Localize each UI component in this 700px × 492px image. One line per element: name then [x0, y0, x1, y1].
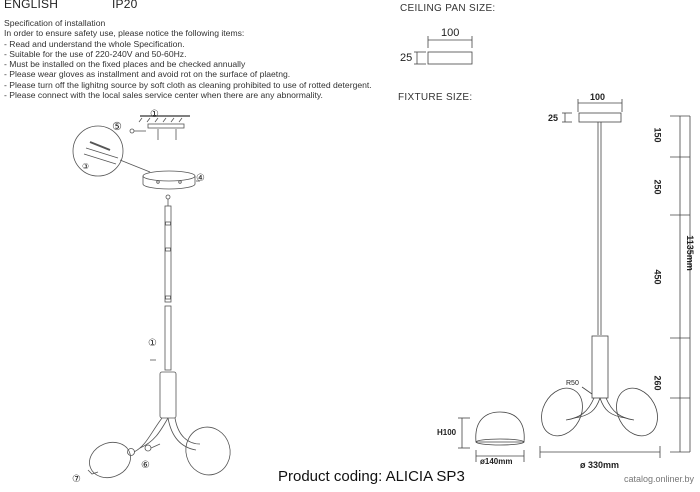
instruction-item: - Please wear gloves as installment and …	[4, 69, 291, 80]
segment-length: 450	[652, 269, 663, 285]
bend-radius: R50	[566, 380, 579, 387]
segment-length: 150	[652, 127, 663, 143]
total-height: 1135mm	[684, 235, 695, 271]
exploded-view	[72, 115, 231, 479]
ceiling-pan-size-label: CEILING PAN SIZE:	[400, 3, 496, 14]
installation-instructions: Specification of installation In order t…	[4, 18, 372, 100]
step-marker: ③	[82, 162, 90, 171]
product-coding: Product coding: ALICIA SP3	[278, 468, 465, 485]
step-marker: ④	[196, 173, 205, 184]
fixture-size-label: FIXTURE SIZE:	[398, 92, 473, 103]
step-marker: ①	[148, 338, 157, 349]
segment-length: 260	[652, 375, 663, 391]
step-marker: ①	[150, 109, 159, 120]
step-marker: ⑥	[141, 460, 150, 471]
segment-length: 250	[652, 179, 663, 195]
step-marker: ⑦	[72, 474, 81, 485]
instruction-item: - Please turn off the lighitng source by…	[4, 79, 372, 90]
shade-height: H100	[437, 428, 457, 437]
language-label: ENGLISH	[4, 0, 59, 11]
instruction-item: - Suitable for the use of 220-240V and 5…	[4, 48, 187, 59]
fixture-diameter: ø 330mm	[580, 460, 620, 470]
step-marker: ⑤	[112, 121, 122, 133]
shade-diameter: ø140mm	[480, 457, 513, 466]
ceiling-pan-height: 25	[400, 52, 413, 64]
instruction-item: - Read and understand the whole Specific…	[4, 38, 185, 49]
ceiling-pan-diagram	[414, 36, 473, 65]
fixture-dimension-drawing	[539, 99, 691, 458]
fixture-pan-width: 100	[590, 92, 606, 102]
ip-rating-label: IP20	[112, 0, 138, 11]
watermark: catalog.onliner.by	[623, 474, 694, 484]
instruction-item: - Please connect with the local sales se…	[4, 90, 323, 101]
instructions-intro: In order to ensure safety use, please no…	[4, 28, 245, 39]
instructions-title: Specification of installation	[4, 18, 106, 28]
fixture-pan-height: 25	[548, 113, 559, 123]
instruction-item: - Must be installed on the fixed places …	[4, 59, 246, 70]
ceiling-pan-width: 100	[441, 27, 460, 39]
shade-dimension-drawing	[458, 411, 525, 462]
